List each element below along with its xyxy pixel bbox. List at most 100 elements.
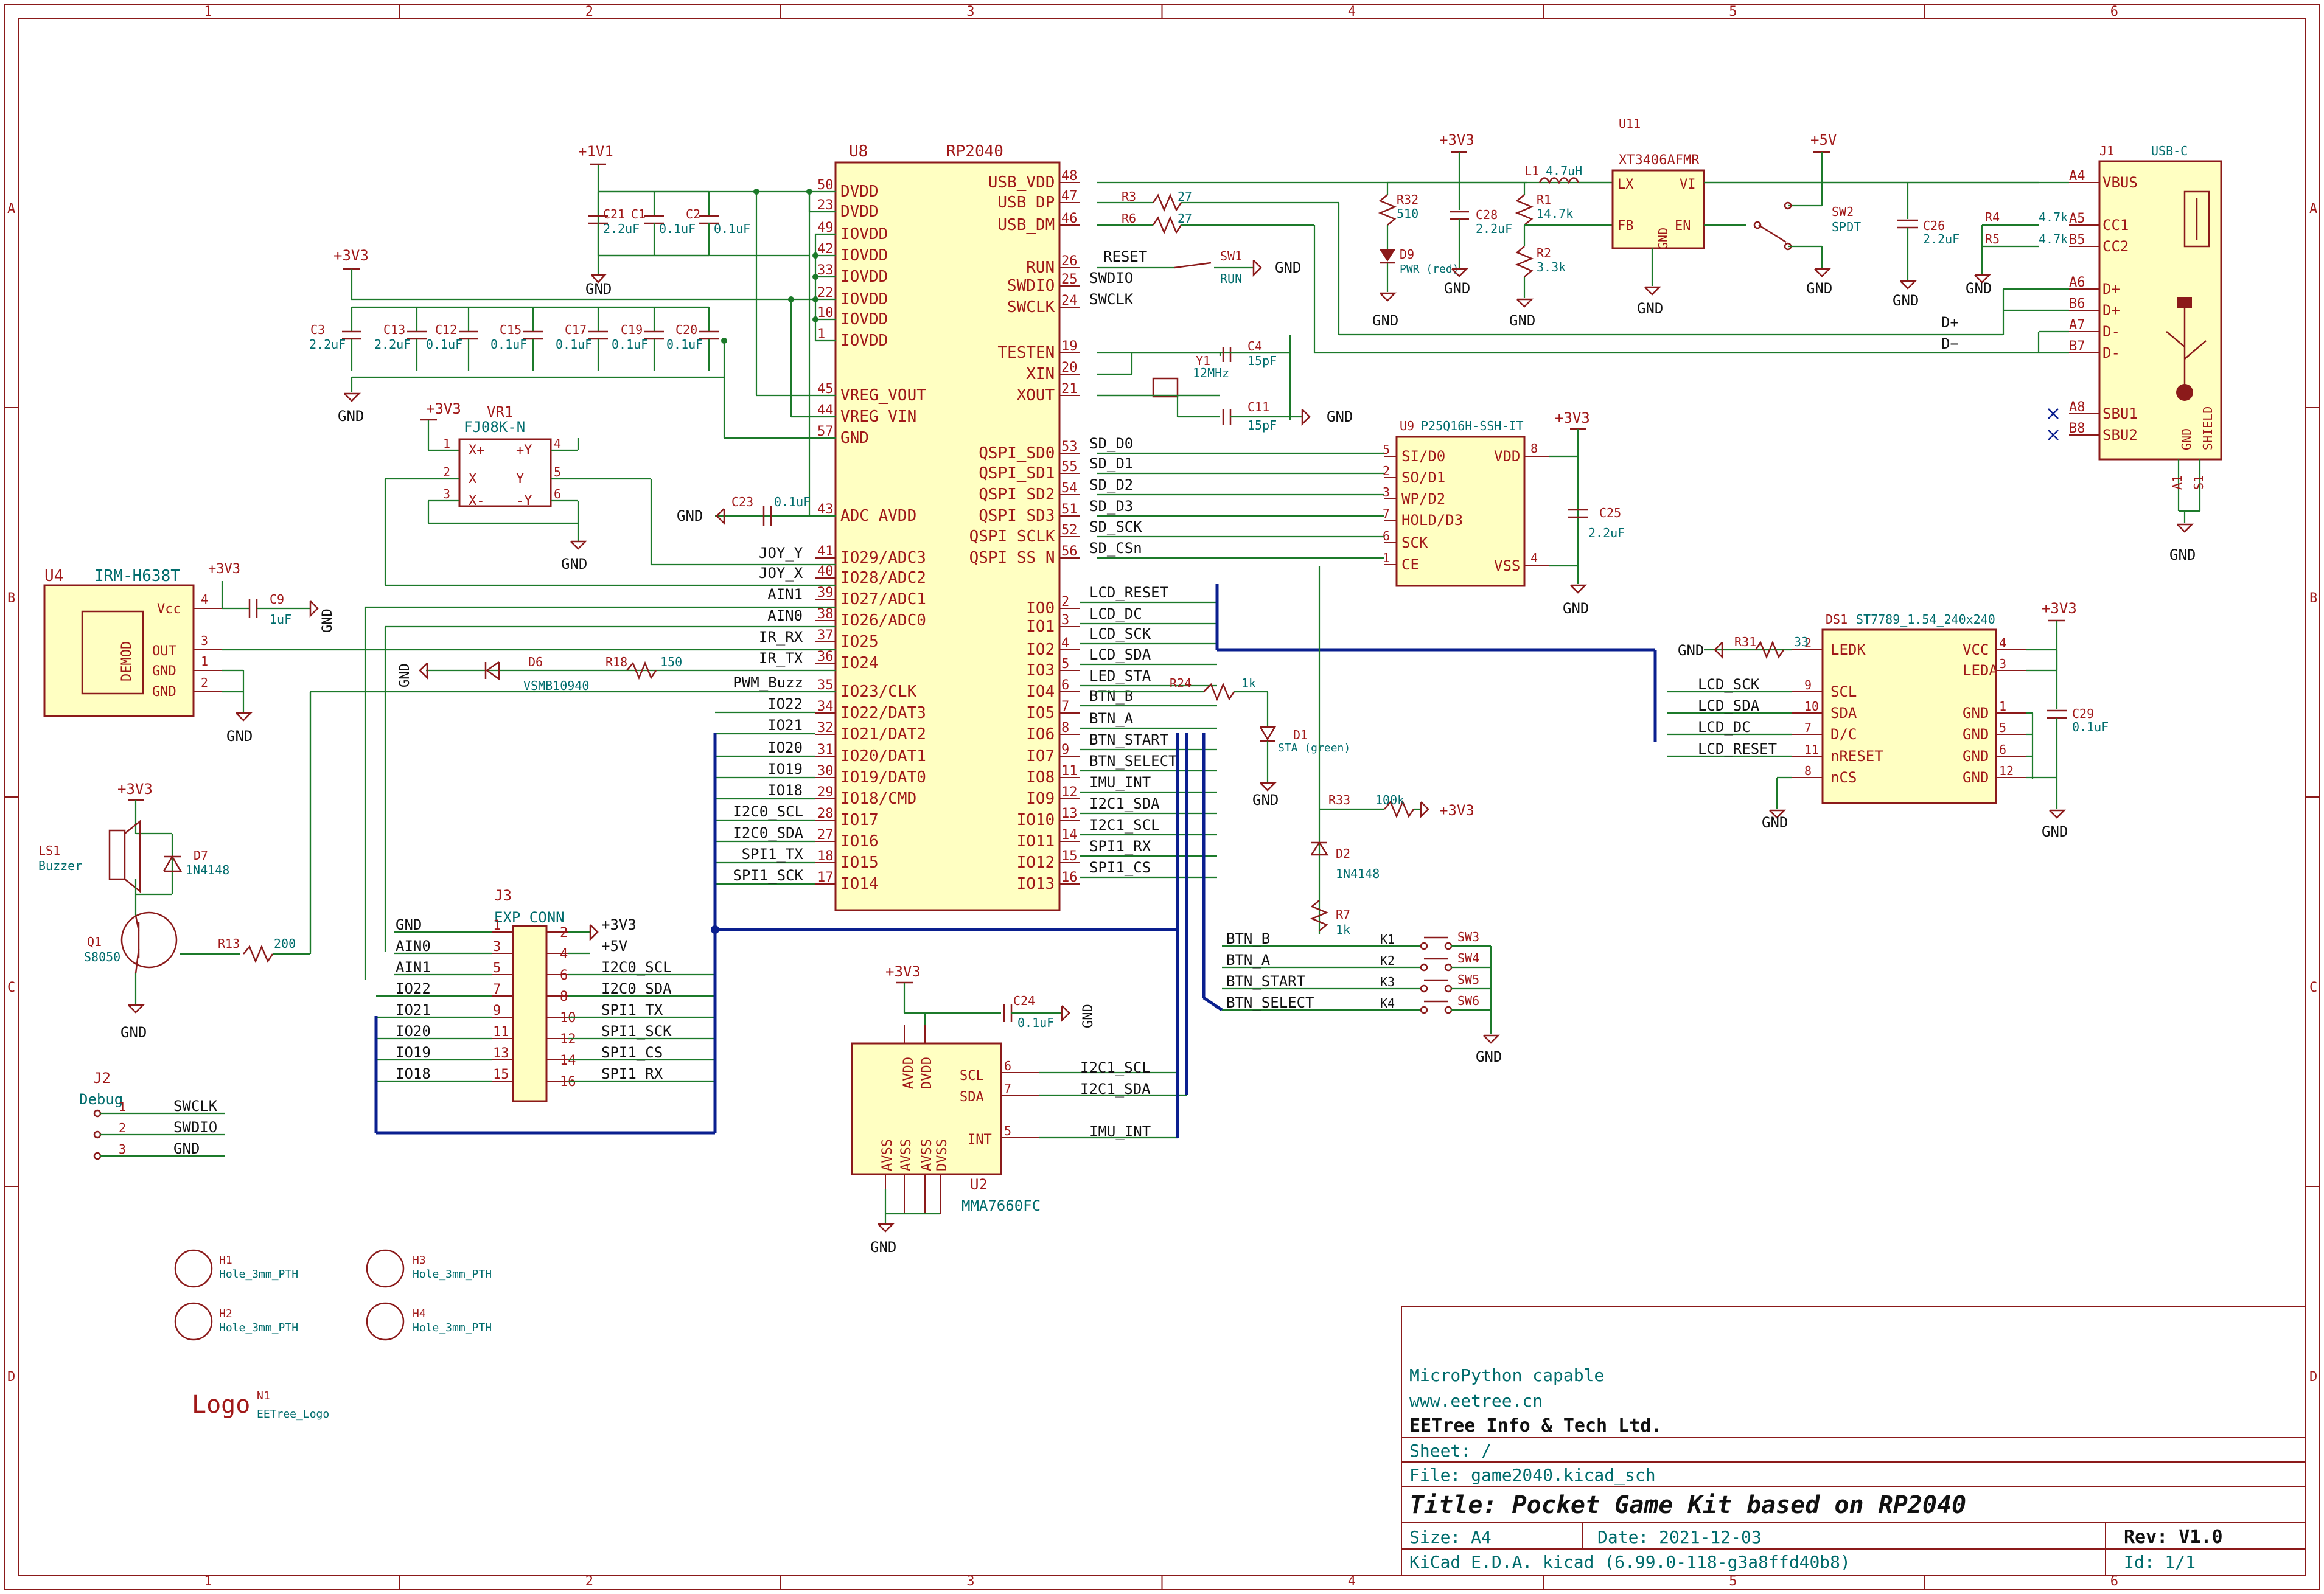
- gnd-u4: GND: [226, 728, 253, 745]
- frame-col-bottom-6: 6: [2110, 1574, 2118, 1589]
- u4-gnd1: GND: [152, 664, 176, 679]
- sw1-value: RUN: [1220, 271, 1242, 286]
- frame-col-bottom-2: 2: [585, 1574, 593, 1589]
- frame-row-right-B: B: [2309, 591, 2317, 606]
- mcu-pin-num: 56: [1061, 544, 1078, 559]
- j1-pin-num: A7: [2069, 318, 2085, 333]
- label-3v3-vr: +3V3: [426, 400, 461, 417]
- mcu-pin-num: 19: [1061, 339, 1078, 354]
- net-label: SD_D0: [1089, 435, 1133, 452]
- j3-net-right: SPI1_CS: [601, 1044, 663, 1061]
- mcu-pin-name: VREG_VIN: [840, 408, 916, 426]
- c29-ref: C29: [2072, 706, 2094, 721]
- mcu-pin-name: ADC_AVDD: [840, 507, 916, 525]
- label-5v: +5V: [1810, 131, 1837, 148]
- c29-value: 0.1uF: [2072, 720, 2109, 734]
- c26-value: 2.2uF: [1923, 232, 1959, 246]
- mcu-pin-name: QSPI_SD1: [979, 464, 1055, 482]
- button-key: K4: [1380, 996, 1395, 1011]
- mcu-pin-num: 27: [817, 827, 834, 843]
- u9-pin-num: 7: [1383, 506, 1390, 521]
- gnd-c24: GND: [1081, 1004, 1096, 1028]
- mounting-holes: H1 Hole_3mm_PTH H2 Hole_3mm_PTH H3 Hole_…: [174, 1249, 492, 1421]
- ds1-pin-num: 11: [1804, 742, 1819, 757]
- mcu-pin-num: 37: [817, 628, 834, 643]
- net-label: PWM_Buzz: [733, 674, 803, 691]
- mcu-pin-num: 35: [817, 678, 834, 693]
- mcu-pin-name: DVDD: [840, 203, 879, 221]
- label-3v3-buzz: +3V3: [117, 781, 153, 798]
- mcu-pin-num: 9: [1061, 742, 1069, 757]
- mcu-pin-num: 21: [1061, 381, 1078, 397]
- net-label: I2C1_SDA: [1089, 795, 1160, 812]
- j1-pin-label: SBU2: [2102, 426, 2138, 444]
- j3-pin-num: 16: [560, 1074, 576, 1090]
- mcu-pin-name: USB_DP: [997, 193, 1055, 212]
- gnd-lcd: GND: [2042, 823, 2068, 840]
- c26-ref: C26: [1923, 218, 1945, 233]
- sw2-value: SPDT: [1832, 220, 1861, 234]
- gnd-u11: GND: [1637, 300, 1663, 317]
- u2-pin: DVSS: [935, 1139, 950, 1171]
- net-label: AIN0: [767, 607, 803, 624]
- cap-value: 2.2uF: [374, 337, 411, 352]
- frame-col-4: 4: [1348, 4, 1356, 19]
- vr-pin-num: 4: [554, 436, 561, 451]
- mcu-pin-name: RUN: [1026, 259, 1055, 277]
- j3-net-right: +5V: [601, 938, 627, 955]
- tb-company: EETree Info & Tech Ltd.: [1409, 1415, 1662, 1436]
- mcu-pin-num: 45: [817, 381, 834, 397]
- gnd-sw: GND: [1476, 1048, 1502, 1065]
- mcu-pin-name: IO5: [1026, 704, 1055, 722]
- j3-net-left: IO20: [396, 1023, 431, 1040]
- u2-pin-num: 5: [1004, 1124, 1011, 1138]
- mcu-pin-name: IOVDD: [840, 246, 888, 265]
- d1-value: STA (green): [1278, 742, 1350, 754]
- mcu-pin-name: GND: [840, 429, 869, 447]
- j3-pin-num: 10: [560, 1011, 576, 1026]
- label-3v3-decap: +3V3: [333, 247, 369, 264]
- j1-pin-num: A4: [2069, 169, 2085, 184]
- button-net: BTN_A: [1226, 952, 1271, 969]
- tb-comment2: www.eetree.cn: [1409, 1391, 1543, 1411]
- svg-text:RESET: RESET: [1103, 248, 1147, 265]
- svg-text:GND: GND: [1656, 228, 1670, 249]
- mcu-pin-name: IO4: [1026, 683, 1055, 701]
- vr-pin-num: 5: [554, 465, 561, 479]
- net-label: IO21: [767, 717, 803, 734]
- lcd-ds1: DS1 ST7789_1.54_240x240 LEDK2SCL9SDA10D/…: [1653, 600, 2109, 840]
- r18-ref: R18: [605, 655, 627, 669]
- mcu-pin-num: 52: [1061, 523, 1078, 538]
- gnd-c28: GND: [1444, 280, 1470, 297]
- mcu-pin-num: 8: [1061, 720, 1069, 736]
- cap-ref: C3: [310, 322, 325, 337]
- ds1-pin-num: 6: [1999, 742, 2006, 757]
- r31-ref: R31: [1734, 635, 1756, 649]
- mcu-pin-num: 26: [1061, 254, 1078, 269]
- mcu-pin-name: IO2: [1026, 641, 1055, 659]
- mcu-pin-num: 42: [817, 242, 834, 257]
- d9-value: PWR (red): [1400, 263, 1459, 276]
- u4-ref: U4: [44, 567, 63, 585]
- r32-value: 510: [1397, 206, 1418, 221]
- net-label: JOY_Y: [759, 545, 803, 562]
- button-ref: SW6: [1457, 994, 1479, 1008]
- r13-value: 200: [274, 936, 296, 951]
- u11-value: XT3406AFMR: [1619, 153, 1700, 168]
- mcu-pin-name: TESTEN: [997, 344, 1055, 362]
- mcu-pin-num: 41: [817, 544, 834, 559]
- gnd-vr: GND: [561, 555, 587, 573]
- mcu-pin-num: 31: [817, 742, 834, 757]
- mcu-pin-name: IO29/ADC3: [840, 549, 926, 567]
- j3-pin-num: 4: [560, 947, 568, 962]
- mcu-pin-name: QSPI_SD3: [979, 507, 1055, 525]
- vr-pin-num: 1: [443, 436, 450, 451]
- cap-ref: C2: [686, 207, 700, 221]
- cap-ref: C21: [603, 207, 625, 221]
- cap-value: 0.1uF: [666, 337, 703, 352]
